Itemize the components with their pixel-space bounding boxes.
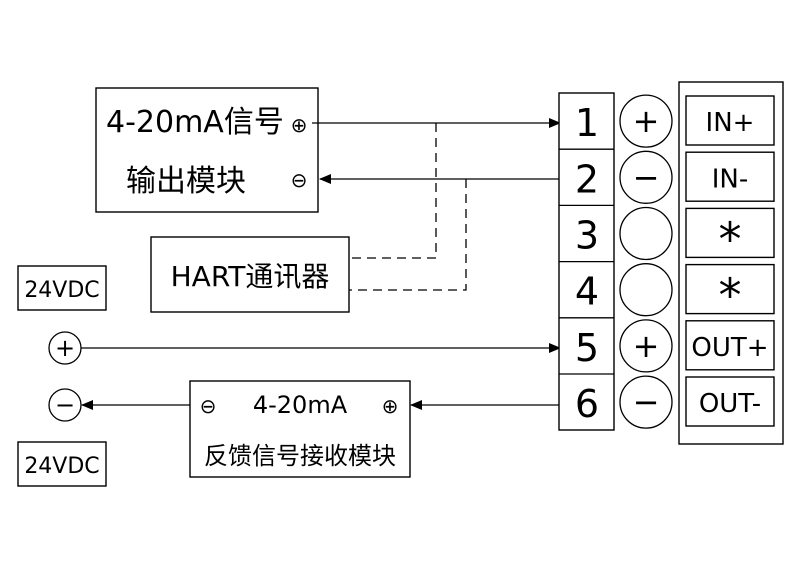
terminal-number-6: 6 <box>575 382 599 426</box>
hart-link-plus <box>349 123 437 259</box>
power-label-top-box <box>17 265 107 311</box>
terminal-label-1: IN+ <box>706 108 755 138</box>
terminal-screw-3-icon <box>619 206 673 261</box>
terminal-polarity-5: + <box>633 327 660 365</box>
terminal-label-5: OUT+ <box>691 333 768 363</box>
terminal-label-box-1 <box>685 95 775 146</box>
feedback-module: ⊖ 4-20mA ⊕ 反馈信号接收模块 <box>189 380 411 478</box>
terminal-label-box-3 <box>685 207 775 259</box>
terminal-screw-2-icon <box>619 150 673 204</box>
feedback-module-box <box>189 380 411 478</box>
terminal-label-2: IN- <box>712 164 749 194</box>
terminal-number-1: 1 <box>575 101 599 145</box>
power-label-top: 24VDC <box>24 278 99 303</box>
terminal-polarity-6: − <box>633 383 660 421</box>
feedback-signal-label: 4-20mA <box>253 391 348 419</box>
hart-communicator: HART通讯器 <box>150 236 350 313</box>
terminal-polarity-1: + <box>633 102 660 140</box>
feedback-plus-icon: ⊕ <box>382 394 399 418</box>
terminal-screw-1-icon <box>619 94 673 148</box>
power-label-bottom-box <box>17 441 107 487</box>
output-plus-icon: ⊕ <box>291 113 308 137</box>
signal-output-module: 4-20mA信号 输出模块 ⊕ ⊖ <box>95 87 319 213</box>
terminal-number-5: 5 <box>575 326 599 370</box>
terminal-block: 1+IN+2−IN-3*4*5+OUT+6−OUT- <box>558 81 784 445</box>
hart-communicator-box <box>150 236 350 313</box>
power-supply: 24VDC + − 24VDC <box>17 265 107 487</box>
terminal-label-box-6 <box>685 376 775 427</box>
terminal-label-4: * <box>719 269 742 323</box>
signal-output-module-box <box>95 87 319 213</box>
wires <box>81 118 561 410</box>
feedback-minus-icon: ⊖ <box>200 394 217 418</box>
terminal-label-6: OUT- <box>699 389 761 419</box>
svg-text:−: − <box>55 391 75 419</box>
terminal-number-2: 2 <box>575 157 599 201</box>
terminal-screw-4-icon <box>619 263 673 317</box>
terminal-rows: 1+IN+2−IN-3*4*5+OUT+6−OUT- <box>559 94 775 429</box>
terminal-screw-5-icon <box>619 319 673 373</box>
terminal-screw-6-icon <box>619 375 673 429</box>
signal-output-module-subtitle: 输出模块 <box>126 164 246 199</box>
output-minus-icon: ⊖ <box>291 168 308 192</box>
feedback-module-name: 反馈信号接收模块 <box>204 442 396 470</box>
terminal-polarity-2: − <box>633 158 660 196</box>
signal-output-module-title: 4-20mA信号 <box>106 105 284 140</box>
terminal-label-box-4 <box>685 263 775 315</box>
hart-link-minus <box>349 179 467 291</box>
terminal-label-box-2 <box>685 151 775 202</box>
terminal-number-3: 3 <box>575 214 599 258</box>
terminal-label-3: * <box>719 213 742 267</box>
terminal-label-box-5 <box>685 320 775 371</box>
power-label-bottom: 24VDC <box>24 454 99 479</box>
terminal-number-4: 4 <box>575 270 599 314</box>
svg-text:+: + <box>55 334 75 362</box>
hart-communicator-label: HART通讯器 <box>171 260 330 293</box>
